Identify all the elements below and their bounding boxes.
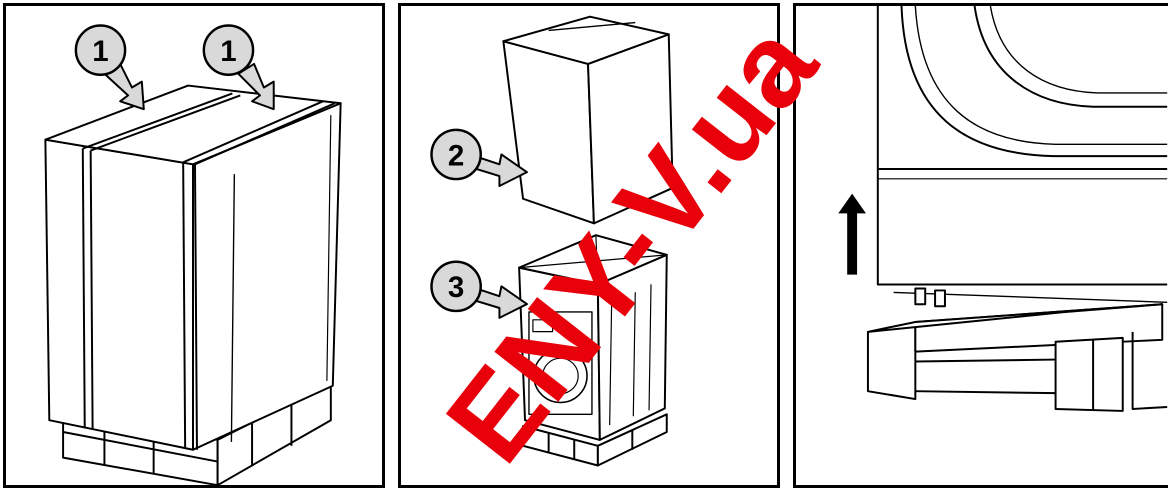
washing-machine	[878, 6, 1167, 306]
panel-step-3	[793, 3, 1168, 488]
pallet	[868, 304, 1167, 411]
callout-3: 3	[432, 262, 481, 311]
svg-text:2: 2	[448, 139, 464, 172]
callout-3-arrow	[474, 286, 527, 317]
callout-2: 2	[432, 130, 481, 179]
svg-text:3: 3	[448, 271, 464, 304]
up-arrow	[838, 194, 866, 275]
callout-1a: 1	[76, 26, 125, 75]
svg-text:1: 1	[220, 35, 236, 68]
svg-text:1: 1	[92, 35, 108, 68]
wrapped-machine	[519, 235, 667, 440]
lift-machine-illustration	[796, 6, 1168, 485]
callout-1b: 1	[204, 26, 253, 75]
cardboard-cover	[503, 17, 672, 224]
panel-step-2: 2 3	[398, 3, 780, 488]
packed-machine-illustration: 1 1	[6, 6, 382, 485]
cardboard-box	[45, 86, 340, 450]
unpacking-illustration: 2 3	[401, 6, 777, 485]
panel-step-1: 1 1	[3, 3, 385, 488]
